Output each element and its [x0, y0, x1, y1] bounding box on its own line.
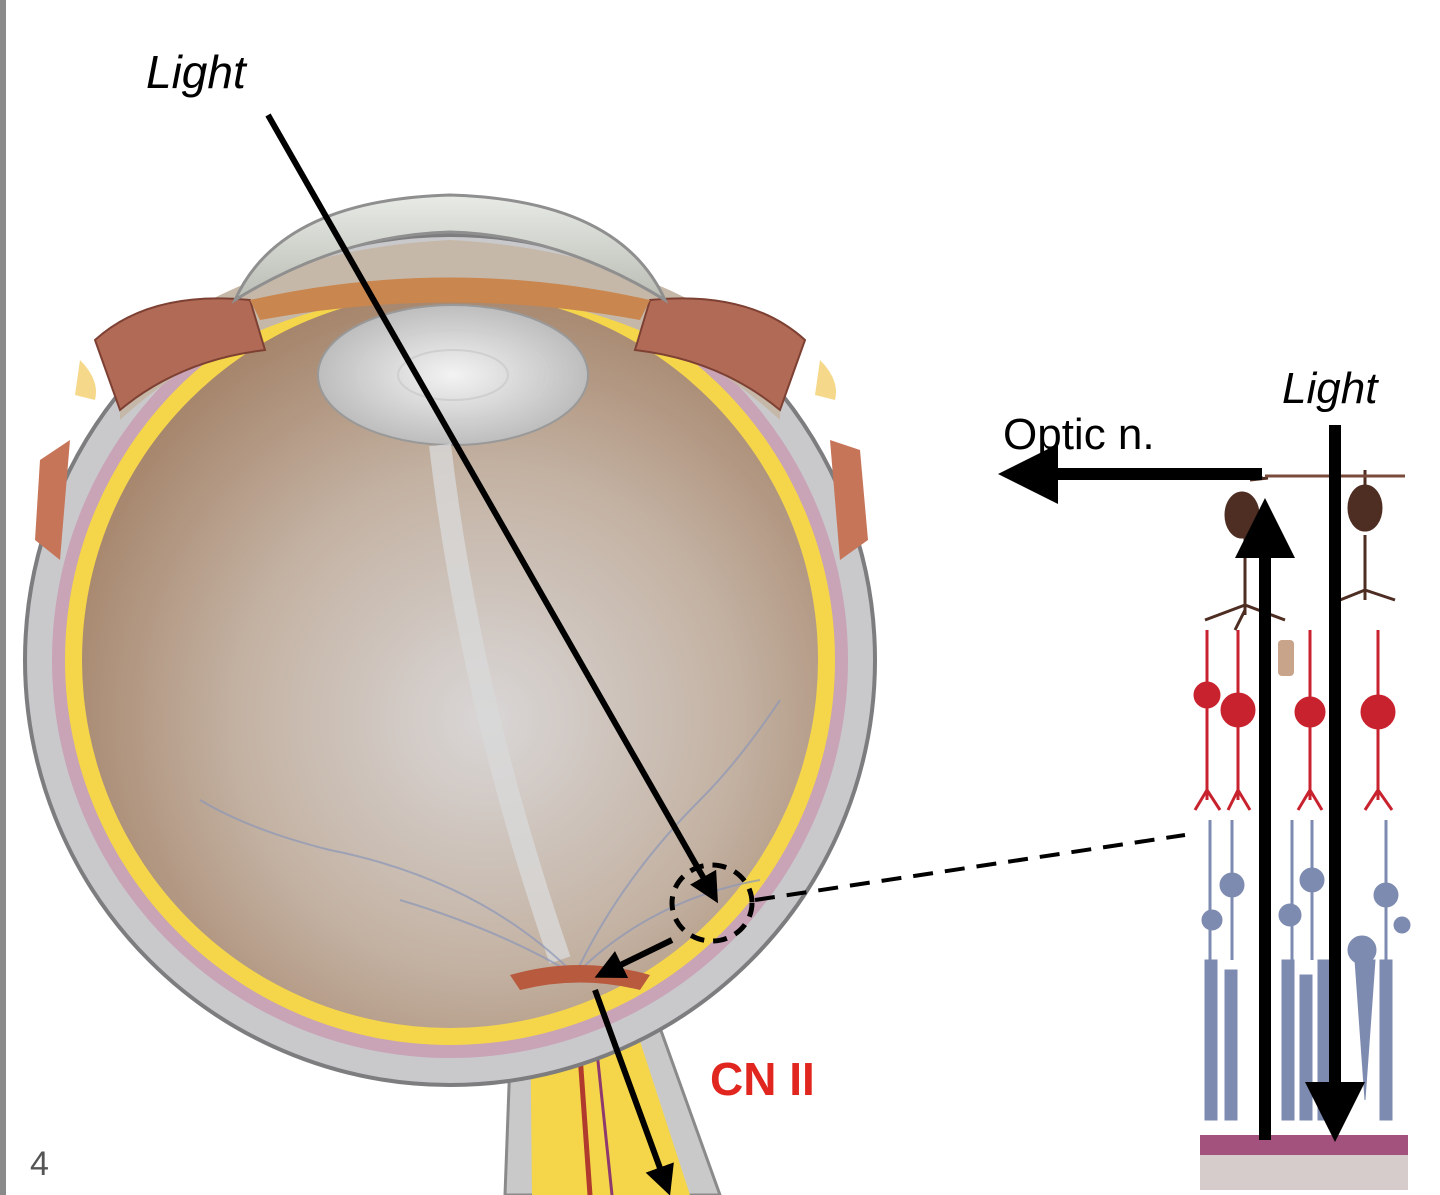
retinal-vessels	[199, 699, 781, 976]
pigment-epithelium	[1200, 1135, 1408, 1155]
anterior-segment	[120, 240, 780, 420]
optic-nerve-label: Optic n.	[1003, 410, 1155, 459]
light-label-top: Light	[146, 46, 248, 98]
cranial-nerve-label: CN II	[710, 1053, 815, 1105]
retina-cell-layers-icon	[1193, 470, 1411, 1190]
dashed-connector-line	[754, 833, 1186, 902]
cornea	[231, 193, 669, 304]
slide-left-edge	[0, 0, 6, 1195]
dashed-magnifier-circle-icon	[669, 862, 755, 944]
optic-nerve-signal-arrow	[592, 988, 674, 1195]
bipolar-cell-layer	[1193, 630, 1396, 811]
photoreceptor-layer	[1201, 820, 1411, 1121]
lens-ring	[397, 349, 509, 401]
hyaloid-canal	[429, 443, 571, 964]
iris	[250, 277, 650, 320]
light-path-arrow	[265, 113, 718, 904]
lens-ring	[357, 329, 549, 421]
light-label-retina: Light	[1282, 364, 1379, 413]
eyeball-cross-section-icon	[23, 193, 877, 1195]
choroid-strip	[1200, 1155, 1408, 1190]
retina-signal-arrow	[594, 937, 674, 978]
ganglion-cell-layer	[1204, 470, 1396, 631]
fat-left	[75, 360, 96, 400]
amacrine-cell	[1278, 640, 1294, 676]
vitreous-body	[82, 292, 818, 1028]
ciliary-body-right	[633, 297, 807, 412]
fat-right	[815, 360, 836, 400]
ciliary-body-left	[93, 297, 267, 412]
page-number: 4	[30, 1145, 49, 1183]
eye-muscle-right	[830, 440, 868, 560]
eye-muscle-left	[35, 440, 70, 560]
